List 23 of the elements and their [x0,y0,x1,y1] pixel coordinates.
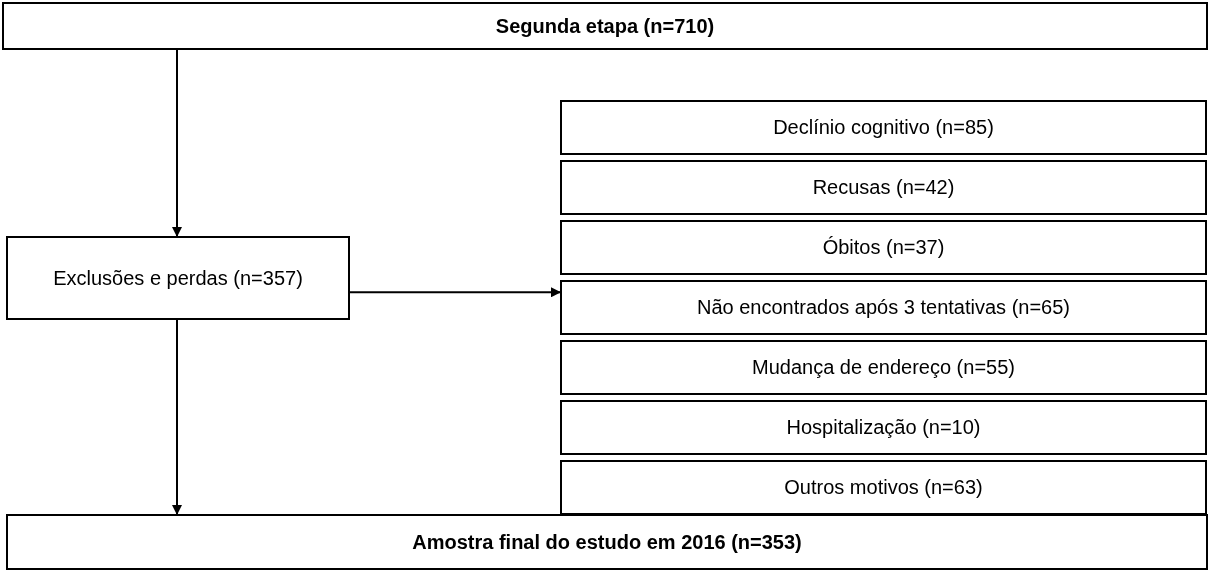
process-box [560,400,1207,455]
process-box [560,460,1207,515]
arrow [172,49,182,237]
box-label: Óbitos (n=37) [822,236,945,259]
box-label: Mudança de endereço (n=55) [752,356,1015,379]
box-label: Segunda etapa (n=710) [495,14,715,38]
arrow [172,319,182,515]
process-box [6,236,350,320]
process-box [6,514,1208,570]
arrow [349,287,561,298]
process-box [560,280,1207,335]
box-label: Exclusões e perdas (n=357) [53,266,303,290]
box-label: Amostra final do estudo em 2016 (n=353) [412,530,802,554]
box-label: Outros motivos (n=63) [784,476,983,499]
process-box [560,160,1207,215]
box-label: Recusas (n=42) [812,176,955,199]
box-label: Declínio cognitivo (n=85) [773,116,994,139]
process-box [560,220,1207,275]
box-label: Não encontrados após 3 tentativas (n=65) [697,296,1070,319]
process-box [560,100,1207,155]
process-box [560,340,1207,395]
box-label: Hospitalização (n=10) [786,416,981,439]
process-box [2,2,1208,50]
